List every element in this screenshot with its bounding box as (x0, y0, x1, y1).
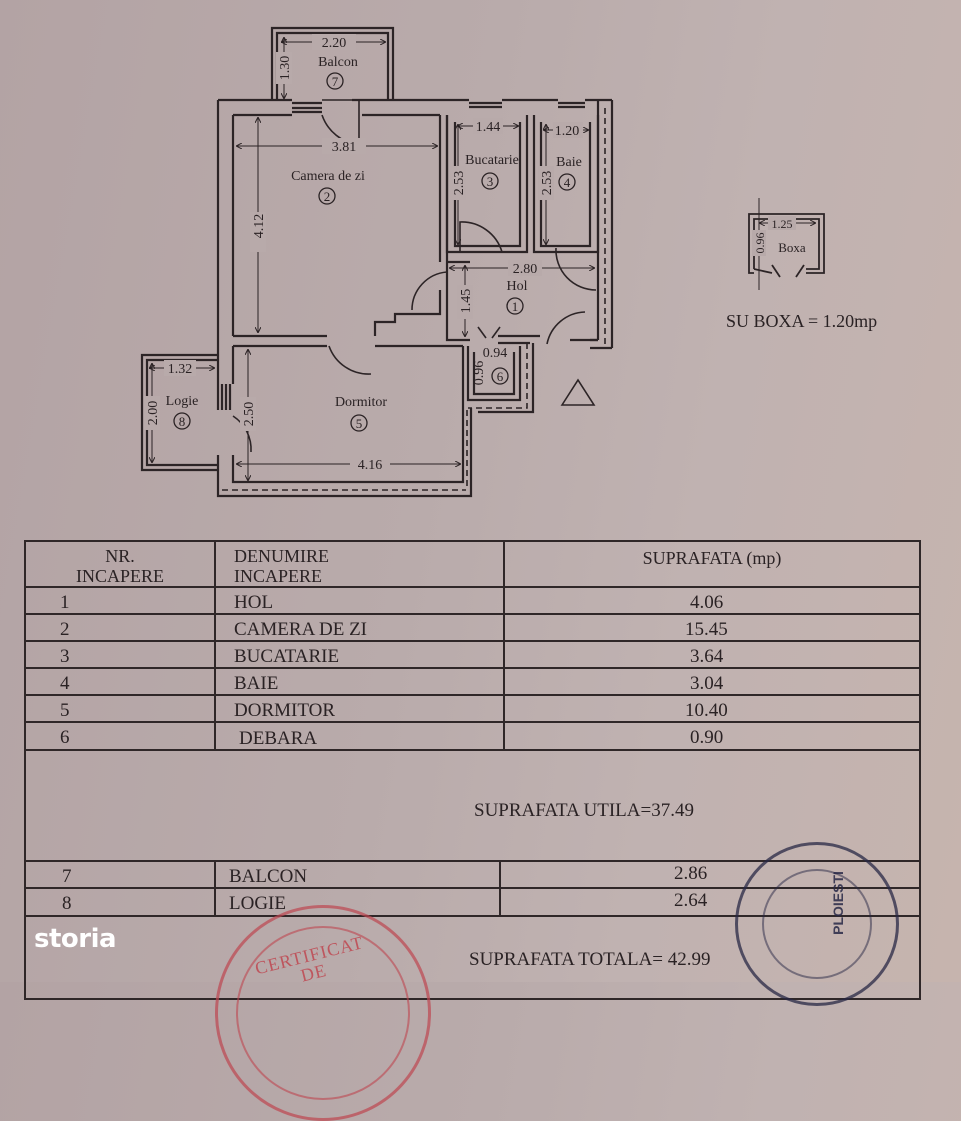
table-row: 1 HOL 4.06 (26, 588, 919, 615)
row-name: CAMERA DE ZI (234, 619, 367, 640)
dim-balcon-depth: 1.30 (278, 56, 293, 81)
svg-text:7: 7 (332, 74, 339, 89)
room-number-8: 8 (173, 412, 191, 430)
table-row: 7 BALCON 2.86 (26, 862, 919, 889)
table-row: 5 DORMITOR 10.40 (26, 696, 919, 723)
row-name: BAIE (234, 673, 279, 694)
row-nr: 1 (60, 592, 70, 613)
table-row: 3 BUCATARIE 3.64 (26, 642, 919, 669)
room-number-4: 4 (558, 173, 576, 191)
table-row: 2 CAMERA DE ZI 15.45 (26, 615, 919, 642)
room-number-5: 5 (350, 414, 368, 432)
dim-debara-width: 0.94 (483, 346, 508, 361)
row-name: DORMITOR (234, 700, 335, 721)
dim-camera-height: 4.12 (252, 214, 267, 239)
header-name-line2: INCAPERE (234, 566, 323, 586)
header-area: SUPRAFATA (mp) (642, 548, 782, 568)
svg-text:8: 8 (179, 414, 186, 429)
storia-logo: storia (34, 924, 117, 954)
dim-balcon-width: 2.20 (322, 36, 347, 51)
boxa-plan: 1.25 0.96 Boxa (748, 198, 825, 290)
header-nr-line2: INCAPERE (75, 566, 164, 586)
row-area: 10.40 (685, 700, 728, 721)
row-area: 15.45 (685, 619, 728, 640)
room-label-baie: Baie (556, 155, 582, 170)
svg-text:0.96: 0.96 (753, 233, 767, 254)
room-number-3: 3 (481, 172, 499, 190)
room-label-logie: Logie (166, 394, 199, 409)
room-label-bucatarie: Bucatarie (465, 153, 519, 168)
dim-baie-height: 2.53 (540, 171, 555, 196)
row-name: DEBARA (239, 728, 318, 749)
table-row: 4 BAIE 3.04 (26, 669, 919, 696)
row-nr: 4 (60, 673, 70, 694)
row-name: BUCATARIE (234, 646, 340, 667)
dim-dormitor-height: 2.50 (242, 402, 257, 427)
row-area: 2.86 (674, 863, 708, 884)
row-nr: 6 (60, 727, 70, 748)
room-label-balcon: Balcon (318, 55, 358, 70)
dim-dormitor-width: 4.16 (358, 458, 383, 473)
suprafata-totala: SUPRAFATA TOTALA= 42.99 (469, 949, 711, 970)
dim-camera-width: 3.81 (332, 140, 357, 155)
row-nr: 2 (60, 619, 70, 640)
row-nr: 7 (62, 866, 72, 887)
row-nr: 8 (62, 893, 72, 914)
suprafata-utila-row: SUPRAFATA UTILA=37.49 (26, 751, 919, 862)
dim-baie-width: 1.20 (555, 124, 580, 139)
room-label-hol: Hol (507, 279, 528, 294)
row-name: LOGIE (229, 893, 286, 914)
suprafata-utila: SUPRAFATA UTILA=37.49 (474, 800, 694, 821)
svg-text:3: 3 (487, 174, 494, 189)
svg-text:2: 2 (324, 189, 331, 204)
svg-text:1.25: 1.25 (772, 217, 793, 231)
room-number-1: 1 (506, 297, 524, 315)
dim-bucatarie-height: 2.53 (452, 171, 467, 196)
room-label-camera: Camera de zi (291, 169, 365, 184)
header-name-line1: DENUMIRE (234, 546, 329, 566)
dim-bucatarie-width: 1.44 (476, 120, 501, 135)
north-triangle-icon (560, 378, 596, 406)
dim-hol-width: 2.80 (513, 262, 538, 277)
room-number-2: 2 (318, 187, 336, 205)
su-boxa-label: SU BOXA = 1.20mp (726, 311, 878, 331)
room-number-7: 7 (326, 72, 344, 90)
area-table: NR. INCAPERE DENUMIRE INCAPERE SUPRAFATA… (24, 540, 921, 1000)
svg-text:Boxa: Boxa (778, 240, 806, 255)
room-number-6: 6 (491, 367, 509, 385)
row-nr: 3 (60, 646, 70, 667)
dim-logie-width: 1.32 (168, 362, 193, 377)
dim-logie-height: 2.00 (146, 401, 161, 426)
row-nr: 5 (60, 700, 70, 721)
dim-hol-height: 1.45 (459, 289, 474, 314)
room-label-dormitor: Dormitor (335, 395, 387, 410)
table-header-row: NR. INCAPERE DENUMIRE INCAPERE SUPRAFATA… (26, 542, 919, 588)
row-area: 4.06 (690, 592, 724, 613)
table-row: 6 DEBARA 0.90 (26, 723, 919, 751)
svg-text:6: 6 (497, 369, 504, 384)
header-nr-line1: NR. (105, 546, 135, 566)
svg-text:4: 4 (564, 175, 571, 190)
table-row: 8 LOGIE 2.64 (26, 889, 919, 917)
floor-plan: 2.20 1.30 3.81 4.12 1.44 2.53 1.20 2.53 … (140, 26, 825, 498)
row-name: HOL (234, 592, 274, 613)
row-area: 3.64 (690, 646, 724, 667)
row-area: 2.64 (674, 890, 708, 911)
row-name: BALCON (229, 866, 308, 887)
dim-debara-height: 0.96 (472, 361, 487, 386)
svg-text:1: 1 (512, 299, 519, 314)
row-area: 3.04 (690, 673, 724, 694)
svg-text:5: 5 (356, 416, 363, 431)
row-area: 0.90 (690, 727, 724, 748)
